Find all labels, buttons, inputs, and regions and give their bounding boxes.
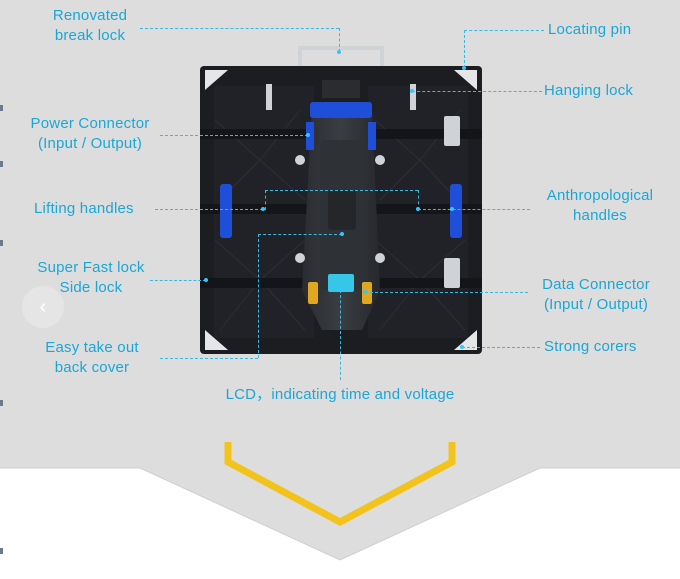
leader-locating-pin xyxy=(464,30,465,68)
leader-locating-pin-h xyxy=(464,30,544,31)
label-line: Anthropological xyxy=(546,187,654,204)
edge-tick xyxy=(0,548,3,554)
label-anthropological-handles: Anthropological handles xyxy=(530,186,670,226)
marker-dot xyxy=(340,232,344,236)
leader-easy-h xyxy=(160,358,258,359)
chevron-down-icon xyxy=(224,442,456,526)
label-line: Side lock xyxy=(59,279,123,296)
marker-dot xyxy=(363,290,367,294)
label-line: break lock xyxy=(54,27,126,44)
leader-lcd xyxy=(340,290,341,380)
leader-data xyxy=(365,292,528,293)
marker-dot xyxy=(306,133,310,137)
label-line: Power Connector xyxy=(30,115,150,132)
leader-super-fast xyxy=(150,280,206,281)
label-lifting-handles: Lifting handles xyxy=(34,200,134,217)
leader-anthro-a xyxy=(418,209,530,210)
label-easy-take-out: Easy take out back cover xyxy=(30,338,154,378)
label-line: (Input / Output) xyxy=(543,296,649,313)
leader-power xyxy=(160,135,308,136)
leader-strong xyxy=(462,347,540,348)
leader-renovated-h xyxy=(140,28,339,29)
marker-dot xyxy=(462,66,466,70)
marker-dot xyxy=(204,278,208,282)
marker-dot xyxy=(460,345,464,349)
label-line: Renovated xyxy=(52,7,128,24)
leader-anthro-v xyxy=(265,190,266,210)
label-line: (Input / Output) xyxy=(37,135,143,152)
leader-lifting xyxy=(155,209,263,210)
leader-renovated xyxy=(339,28,340,52)
label-line: back cover xyxy=(54,359,130,376)
label-renovated-break-lock: Renovated break lock xyxy=(40,6,140,46)
leader-easy-v xyxy=(258,234,259,358)
label-data-connector: Data Connector (Input / Output) xyxy=(528,275,664,315)
label-line: Data Connector xyxy=(542,276,650,293)
label-locating-pin: Locating pin xyxy=(548,21,632,38)
marker-dot xyxy=(338,288,342,292)
marker-dot xyxy=(450,207,454,211)
leader-hanging-lock xyxy=(412,91,542,92)
leader-anthro-v2 xyxy=(418,190,419,210)
label-power-connector: Power Connector (Input / Output) xyxy=(20,114,160,154)
edge-tick xyxy=(0,400,3,406)
label-line: Easy take out xyxy=(45,339,139,356)
marker-dot xyxy=(337,50,341,54)
label-strong-corers: Strong corers xyxy=(544,338,637,355)
label-line: Super Fast lock xyxy=(37,259,145,276)
label-super-fast-lock: Super Fast lock Side lock xyxy=(26,258,156,298)
label-lcd: LCD，indicating time and voltage xyxy=(225,386,455,403)
edge-tick xyxy=(0,161,3,167)
marker-dot xyxy=(416,207,420,211)
marker-dot xyxy=(261,207,265,211)
label-line: handles xyxy=(573,207,627,224)
chevron-left-icon: ‹ xyxy=(39,295,47,318)
edge-tick xyxy=(0,240,3,246)
leader-easy-top xyxy=(258,234,342,235)
edge-tick xyxy=(0,105,3,111)
marker-dot xyxy=(410,89,414,93)
label-hanging-lock: Hanging lock xyxy=(544,82,634,99)
leader-anthro-top xyxy=(265,190,418,191)
carousel-prev-button[interactable]: ‹ xyxy=(22,286,64,328)
